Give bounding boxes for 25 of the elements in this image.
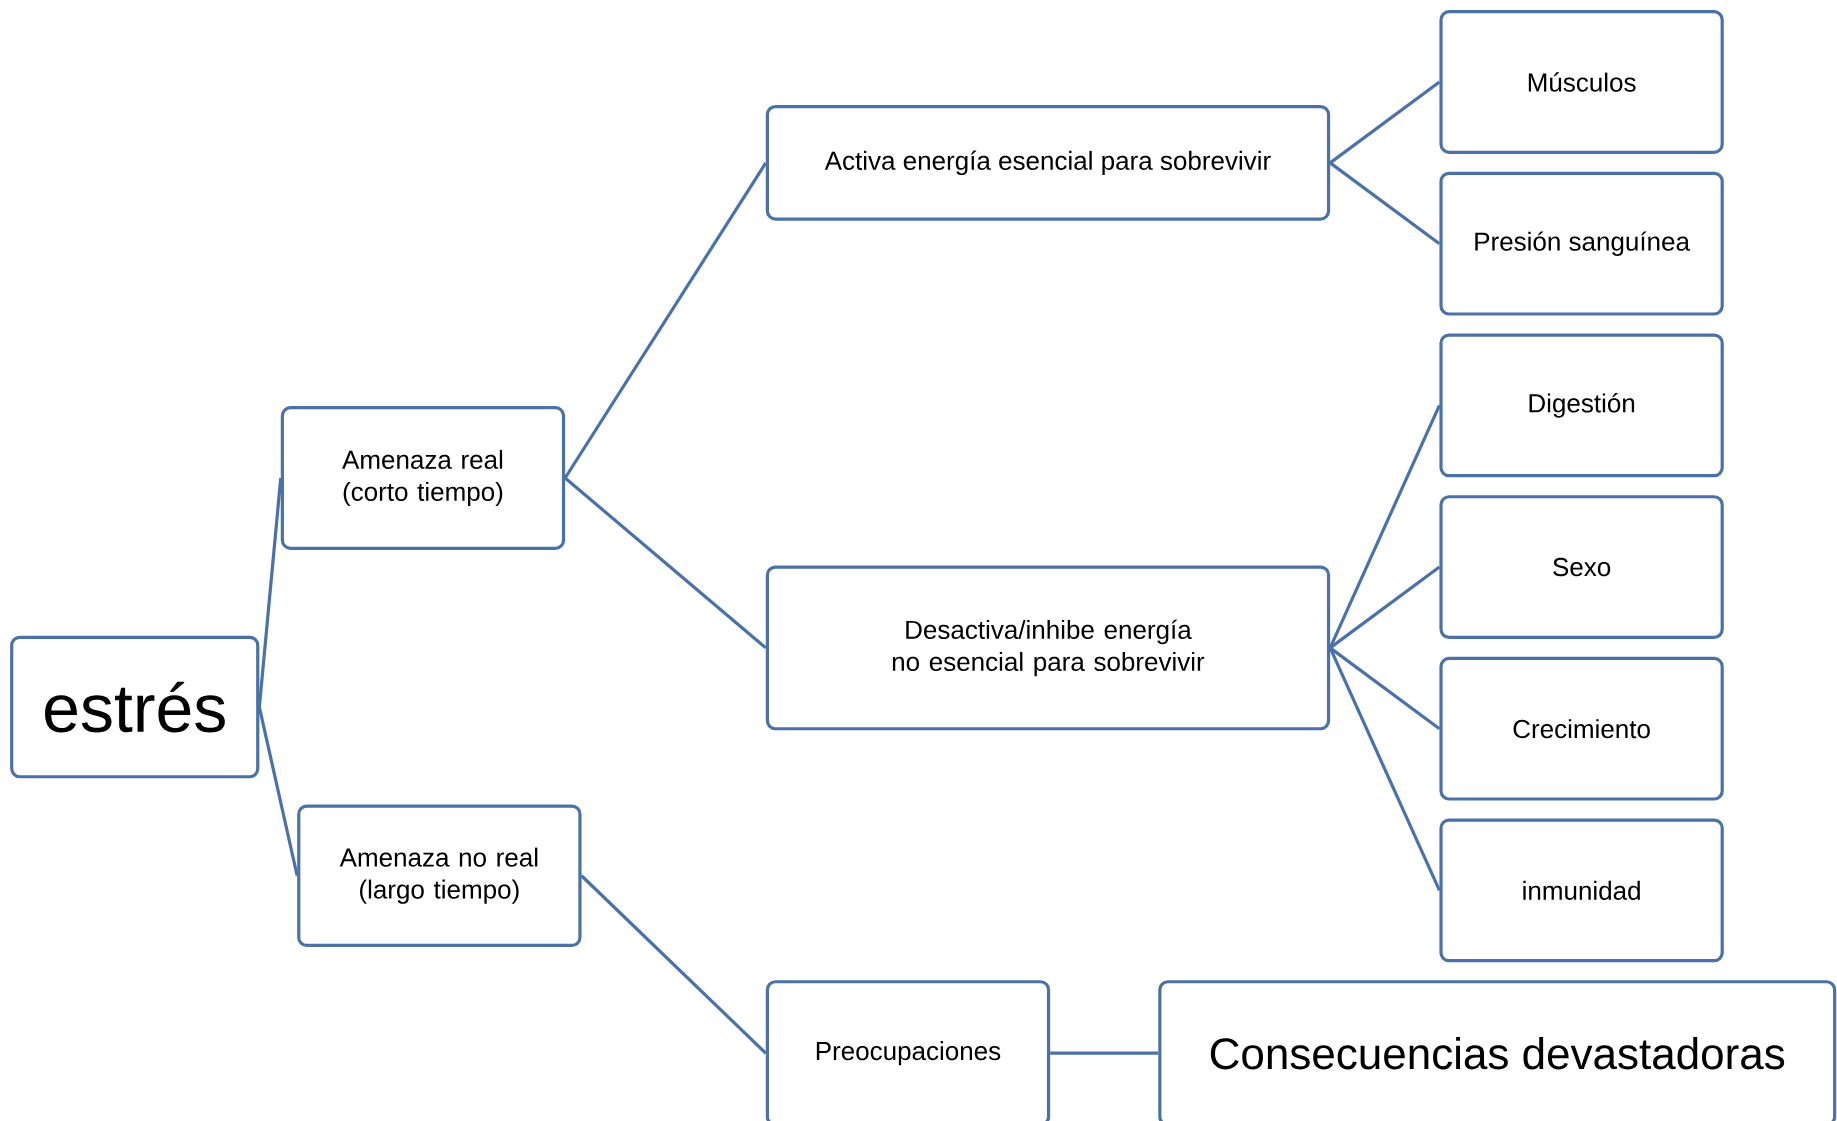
connector-line <box>1329 80 1441 165</box>
text-box: Activa energía esencial para sobrevivir <box>765 104 1331 221</box>
connector-line <box>1329 161 1441 245</box>
text-box: Digestión <box>1439 333 1724 478</box>
text-box: Amenaza real (corto tiempo) <box>280 406 566 550</box>
text-box: Consecuencias devastadoras <box>1158 980 1837 1121</box>
text-box: Crecimiento <box>1439 656 1724 801</box>
text-box: inmunidad <box>1439 818 1724 963</box>
connector-line <box>1329 565 1441 650</box>
connector-line <box>563 161 768 479</box>
connector-line <box>580 874 767 1055</box>
connector-line <box>1328 647 1441 891</box>
text-box: Presión sanguínea <box>1439 171 1724 316</box>
connector-line <box>1329 646 1441 730</box>
text-box: Preocupaciones <box>765 980 1051 1121</box>
connector-line <box>1050 1051 1159 1055</box>
connector-line <box>564 476 767 650</box>
text-box: Sexo <box>1439 495 1724 639</box>
connector-line <box>257 477 283 708</box>
text-box: estrés <box>10 635 260 779</box>
connector-line <box>1328 404 1441 649</box>
text-box: Músculos <box>1439 10 1724 154</box>
connector-line <box>257 706 299 876</box>
text-box: Desactiva/inhibe energía no esencial para sobrevivir <box>765 565 1331 731</box>
text-box: Amenaza no real (largo tiempo) <box>297 804 582 947</box>
